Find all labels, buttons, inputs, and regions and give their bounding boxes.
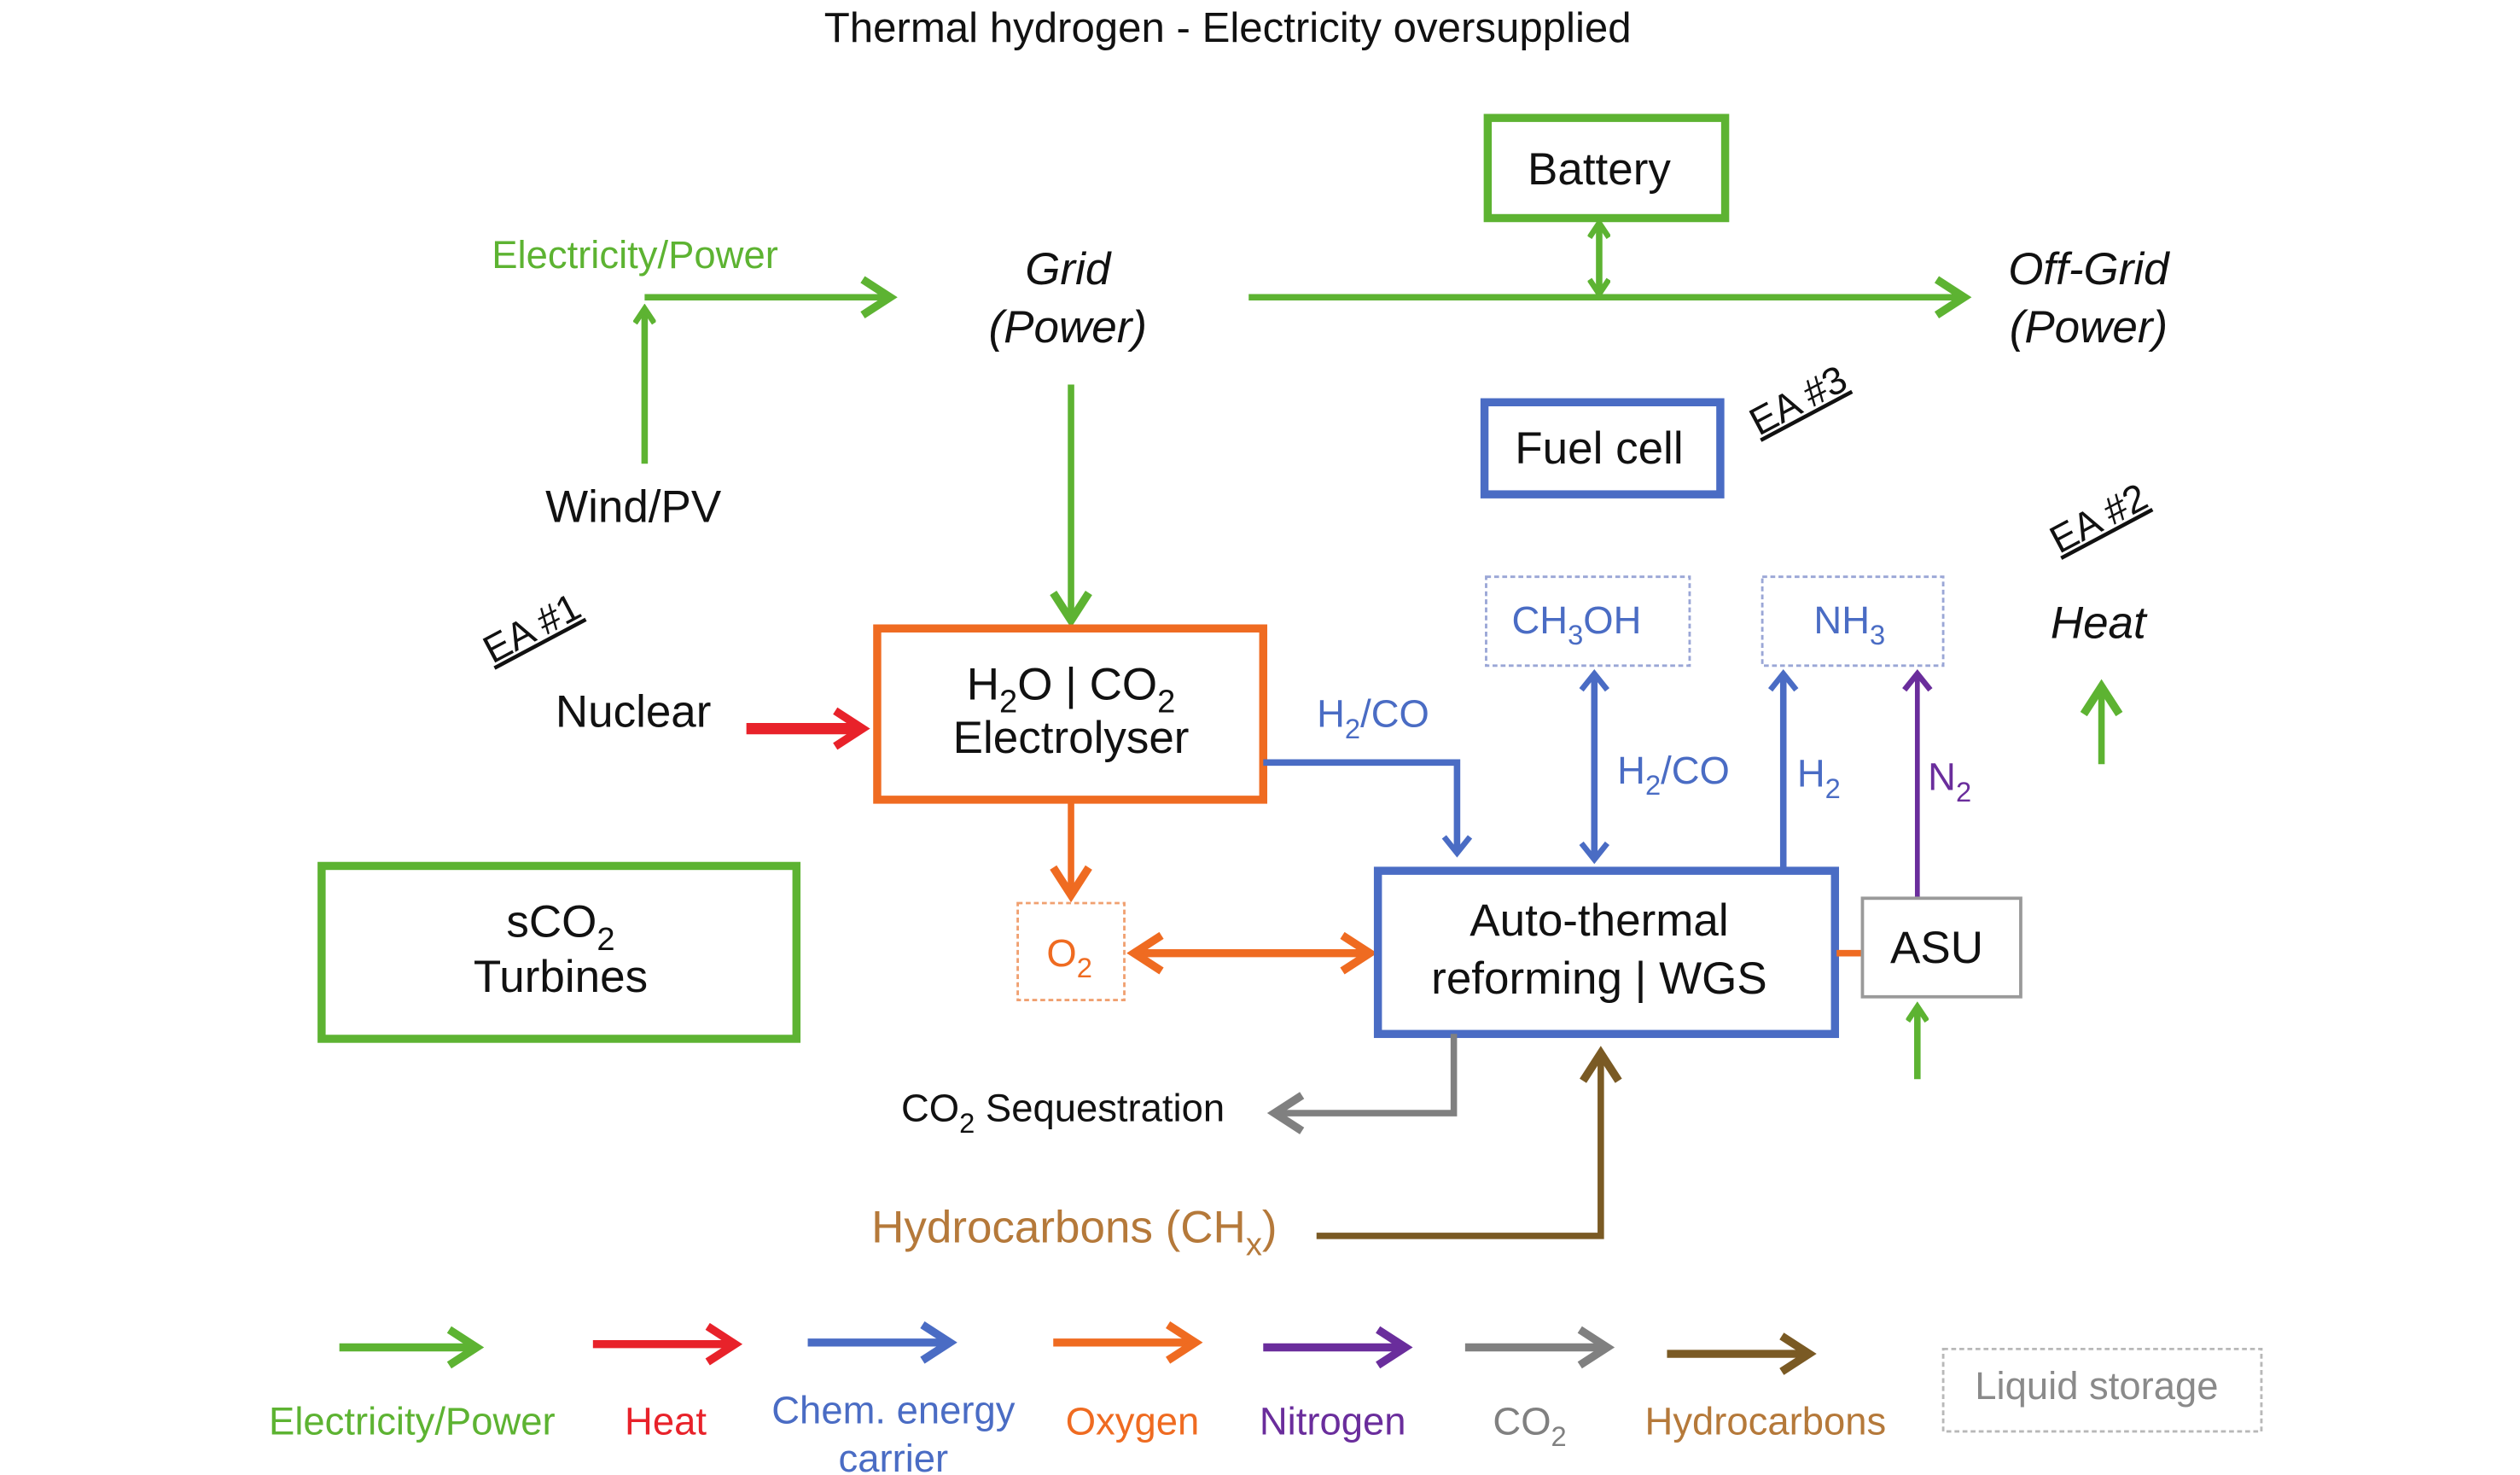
electrolyser-label-2: Electrolyser (953, 713, 1190, 763)
h2co-mid-label: H2/CO (1617, 749, 1730, 801)
ch3oh-label: CH3OH (1512, 598, 1642, 650)
electrolyser-label-1: H2O | CO2 (967, 660, 1176, 720)
legend-oxygen-label: Oxygen (1066, 1400, 1199, 1443)
svg-text:EA #1: EA #1 (476, 585, 588, 672)
heat-label: Heat (2051, 598, 2148, 649)
legend-chem-label-2: carrier (839, 1437, 949, 1475)
o2-label: O2 (1046, 931, 1092, 983)
diagram-title: Thermal hydrogen - Electricity oversuppl… (824, 4, 1632, 51)
ea3-annotation: EA #3 (1743, 357, 1854, 444)
nh3-storage-box (1761, 575, 1945, 668)
co2-sequestration-label: CO2 Sequestration (901, 1087, 1225, 1139)
legend-liquid-storage-box (1941, 1347, 2263, 1433)
legend-heat-label: Heat (625, 1400, 707, 1443)
o2-storage-box (1016, 901, 1126, 1001)
offgrid-label-1: Off-Grid (2008, 244, 2170, 294)
n2-label: N2 (1928, 755, 1971, 807)
sco2-turbines-box (317, 861, 801, 1043)
h2-label: H2 (1797, 752, 1841, 804)
nh3-label: NH3 (1813, 598, 1885, 650)
svg-text:EA #3: EA #3 (1743, 357, 1854, 444)
fuel-cell-box (1480, 398, 1725, 498)
fuel-cell-label: Fuel cell (1515, 423, 1683, 474)
grid-label-2: (Power) (989, 302, 1147, 353)
electrolyser-to-atr-arrow (1263, 759, 1473, 858)
legend-liquid-storage-label: Liquid storage (1975, 1364, 2218, 1408)
offgrid-label-2: (Power) (2010, 302, 2168, 353)
legend-chem-label-1: Chem. energy (771, 1388, 1015, 1431)
wind-pv-label: Wind/PV (545, 481, 722, 532)
legend-co2-label: CO2 (1493, 1400, 1566, 1452)
sco2-label-2: Turbines (474, 952, 648, 1002)
hydrocarbons-to-atr-arrow (1316, 1046, 1622, 1239)
co2-sequestration-arrow (1266, 1034, 1458, 1134)
ch3oh-storage-box (1485, 575, 1691, 668)
legend-nitrogen-label: Nitrogen (1260, 1400, 1406, 1443)
legend-electricity-label: Electricity/Power (269, 1400, 556, 1443)
hydrocarbons-label: Hydrocarbons (CHx) (871, 1202, 1277, 1262)
asu-box (1860, 896, 2022, 999)
legend-hydrocarbons-label: Hydrocarbons (1645, 1400, 1887, 1443)
ea1-annotation: EA #1 (476, 585, 588, 672)
h2co-left-label: H2/CO (1317, 692, 1429, 744)
legend: Electricity/Power Heat Chem. energy carr… (269, 1321, 2263, 1475)
sco2-label-1: sCO2 (506, 897, 614, 958)
ea2-annotation: EA #2 (2043, 475, 2155, 562)
nuclear-label: Nuclear (556, 687, 712, 738)
asu-label: ASU (1890, 923, 1983, 973)
svg-text:EA #2: EA #2 (2043, 475, 2155, 562)
atr-label-2: reforming | WGS (1431, 953, 1767, 1004)
electricity-power-label: Electricity/Power (492, 233, 778, 277)
atr-label-1: Auto-thermal (1470, 895, 1728, 946)
atr-box (1373, 866, 1840, 1039)
battery-label: Battery (1528, 144, 1671, 195)
grid-label-1: Grid (1025, 244, 1112, 294)
